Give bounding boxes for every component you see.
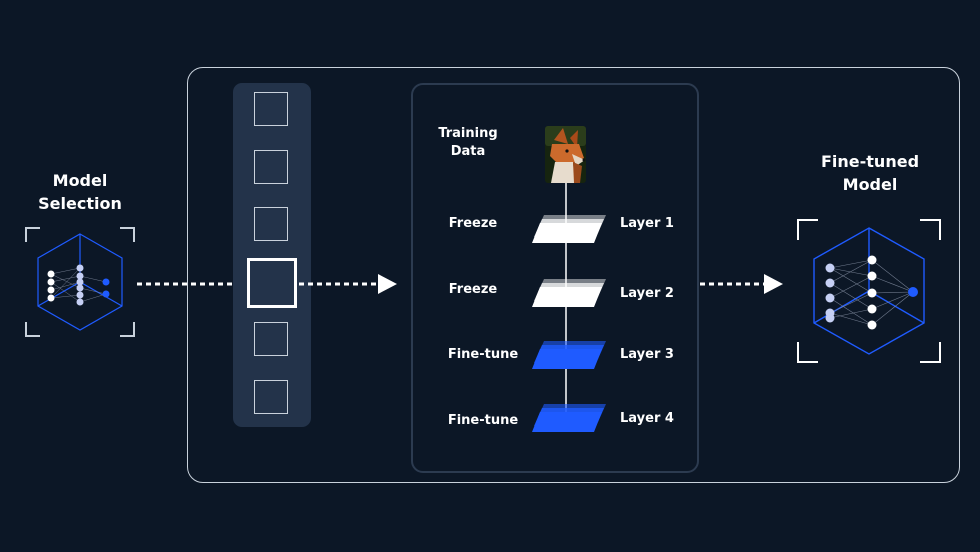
layer-2-name: Layer 2 xyxy=(620,286,674,301)
layer-3-stack xyxy=(532,341,606,369)
model-slot xyxy=(254,207,288,241)
training-data-title: Training Data xyxy=(428,125,508,161)
training-data-title-line1: Training xyxy=(438,126,498,141)
selected-model-slot xyxy=(247,258,297,308)
layer-2-action: Freeze xyxy=(448,282,498,297)
layer-1-name: Layer 1 xyxy=(620,216,674,231)
layer-4-action: Fine-tune xyxy=(447,413,519,428)
fine-tuned-model-title-line1: Fine-tuned xyxy=(820,152,920,171)
layer-3-name: Layer 3 xyxy=(620,347,674,362)
training-data-title-line2: Data xyxy=(450,144,486,159)
fine-tuned-model-title-line2: Model xyxy=(842,175,898,194)
fine-tuned-model-title: Fine-tuned Model xyxy=(806,150,934,196)
layer-4-name: Layer 4 xyxy=(620,411,674,426)
model-selection-title: Model Selection xyxy=(30,169,130,215)
layer-4-stack xyxy=(532,404,606,432)
model-selection-title-line1: Model xyxy=(52,171,108,190)
model-slot xyxy=(254,150,288,184)
model-selection-title-line2: Selection xyxy=(38,194,122,213)
fine-tuning-container xyxy=(187,67,960,483)
fox-photo xyxy=(545,126,586,183)
fine-tuned-network-icon xyxy=(797,219,941,363)
layer-3-action: Fine-tune xyxy=(447,347,519,362)
model-slot xyxy=(254,322,288,356)
model-slot xyxy=(254,380,288,414)
training-panel xyxy=(411,83,699,473)
layer-1-action: Freeze xyxy=(448,216,498,231)
layer-1-stack xyxy=(532,215,606,243)
model-selection-network-icon xyxy=(25,227,135,337)
model-slot xyxy=(254,92,288,126)
layer-2-stack xyxy=(532,279,606,307)
candidate-models-column xyxy=(233,83,311,427)
